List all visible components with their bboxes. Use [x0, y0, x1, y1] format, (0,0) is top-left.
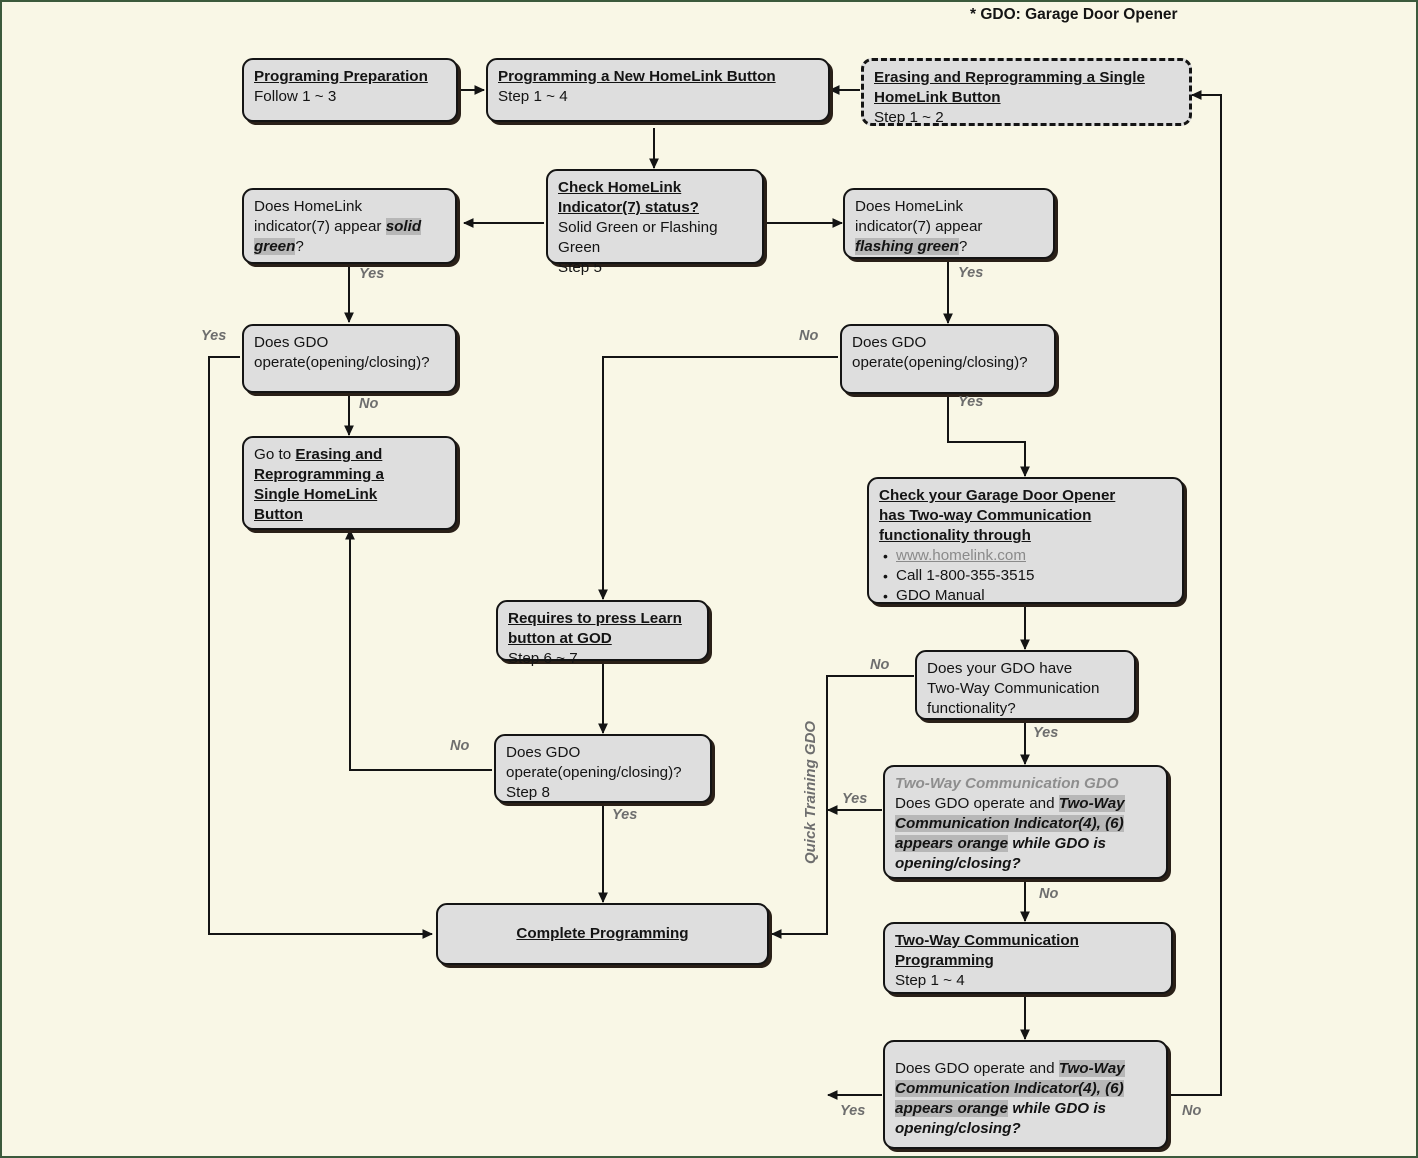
node-title-line2: Indicator(7) status?	[558, 199, 699, 216]
node-text-line1: Does GDO	[254, 334, 329, 351]
list-item: www.homelink.com	[883, 546, 1172, 566]
highlight-green: green	[254, 238, 296, 255]
node-has-twoway-communication[interactable]: Does your GDO have Two-Way Communication…	[915, 650, 1136, 720]
node-title-line3: functionality through	[879, 527, 1031, 544]
node-bullet-list: www.homelink.com Call 1-800-355-3515 GDO…	[879, 546, 1172, 606]
gdo-legend-note: * GDO: Garage Door Opener	[970, 6, 1178, 23]
node-title-line3: Single HomeLink	[254, 486, 378, 503]
node-text-line3: ?	[958, 238, 968, 255]
highlight-twoway: Two-Way	[1058, 1060, 1125, 1077]
homelink-website-link[interactable]: www.homelink.com	[896, 547, 1026, 564]
node-lead-text: Go to	[254, 446, 296, 463]
node-twoway-verify-orange-indicator[interactable]: Does GDO operate and Two-Way Communicati…	[883, 1040, 1168, 1149]
node-text-line3: opening/closing?	[895, 855, 1021, 872]
node-title-line1: Two-Way Communication	[895, 932, 1079, 949]
highlight-flashing-green: flashing green	[855, 238, 959, 255]
node-title-line2: HomeLink Button	[874, 89, 1001, 106]
node-text-line2: Two-Way Communication	[927, 680, 1100, 697]
node-text-line2: indicator(7) appear	[855, 218, 983, 235]
node-programming-new-homelink-button[interactable]: Programming a New HomeLink Button Step 1…	[486, 58, 830, 122]
node-subtext: Follow 1 ~ 3	[254, 88, 337, 105]
node-erasing-reprogramming-single[interactable]: Erasing and Reprogramming a Single HomeL…	[861, 58, 1192, 126]
node-text-line3: opening/closing?	[895, 1120, 1021, 1137]
node-text-line2: while GDO is	[1008, 835, 1107, 852]
node-indicator-solid-green[interactable]: Does HomeLink indicator(7) appear solid …	[242, 188, 457, 264]
edge-label-solid-green-yes: Yes	[359, 266, 385, 282]
node-text-line3: functionality?	[927, 700, 1016, 717]
edge-label-gdo-right-yes: Yes	[958, 394, 984, 410]
node-text-line2: operate(opening/closing)?	[506, 764, 682, 781]
node-text-line2: while GDO is	[1008, 1100, 1107, 1117]
node-title-line2: Reprogramming a	[254, 466, 384, 483]
edge-label-gdo-left-no: No	[359, 396, 379, 412]
edge-label-flashing-green-yes: Yes	[958, 265, 984, 281]
node-text-line3: ?	[295, 238, 304, 255]
node-gdo-operate-left[interactable]: Does GDO operate(opening/closing)?	[242, 324, 457, 393]
node-header: Two-Way Communication GDO	[895, 775, 1119, 792]
node-title-line4: Button	[254, 506, 303, 523]
node-title-line2: has Two-way Communication	[879, 507, 1092, 524]
node-twoway-communication-programming[interactable]: Two-Way Communication Programming Step 1…	[883, 922, 1173, 994]
edge-label-twoway-verify-no: No	[1182, 1103, 1202, 1119]
node-title: Complete Programming	[516, 925, 689, 942]
node-title-line2: button at GOD	[508, 630, 612, 647]
node-twoway-communication-gdo-check[interactable]: Two-Way Communication GDO Does GDO opera…	[883, 765, 1168, 879]
edge-label-gdo-left-yes: Yes	[201, 328, 227, 344]
node-text-line1: Does GDO operate and	[895, 795, 1059, 812]
node-subtext: Step 1 ~ 4	[895, 972, 965, 989]
node-text-line1: Does GDO	[852, 334, 927, 351]
node-text-line1: Does your GDO have	[927, 660, 1073, 677]
node-subtext-line1: Solid Green or Flashing	[558, 219, 718, 236]
node-title: Programming a New HomeLink Button	[498, 68, 776, 85]
edge-label-twoway-check-yes: Yes	[842, 791, 868, 807]
node-text-line1: Does GDO operate and	[895, 1060, 1059, 1077]
edge-label-twoway-check-no: No	[1039, 886, 1059, 902]
node-text-line2: operate(opening/closing)?	[852, 354, 1028, 371]
edge-label-twoway-verify-yes: Yes	[840, 1103, 866, 1119]
edge-label-gdo-right-no: No	[799, 328, 819, 344]
node-text-line3: Step 8	[506, 784, 550, 801]
node-subtext: Step 1 ~ 2	[874, 109, 944, 126]
edge-label-step8-no: No	[450, 738, 470, 754]
node-indicator-flashing-green[interactable]: Does HomeLink indicator(7) appear flashi…	[843, 188, 1055, 259]
node-gdo-operate-step8[interactable]: Does GDO operate(opening/closing)? Step …	[494, 734, 712, 803]
node-check-homelink-indicator-status[interactable]: Check HomeLink Indicator(7) status? Soli…	[546, 169, 764, 276]
edge-label-step8-yes: Yes	[612, 807, 638, 823]
node-gdo-operate-right[interactable]: Does GDO operate(opening/closing)?	[840, 324, 1056, 394]
node-title-line2: Programming	[895, 952, 994, 969]
node-title-line1: Erasing and	[295, 446, 383, 463]
node-goto-erasing-reprogramming[interactable]: Go to Erasing and Reprogramming a Single…	[242, 436, 457, 530]
node-complete-programming[interactable]: Complete Programming	[436, 903, 769, 965]
highlight-orange: appears orange	[895, 1100, 1009, 1117]
highlight-indicator: Communication Indicator(4), (6)	[895, 1080, 1124, 1097]
node-title-line1: Check HomeLink	[558, 179, 682, 196]
node-title-line1: Erasing and Reprogramming a Single	[874, 69, 1145, 86]
node-text-line2: indicator(7) appear	[254, 218, 386, 235]
node-title-line1: Check your Garage Door Opener	[879, 487, 1116, 504]
node-title: Programing Preparation	[254, 68, 428, 85]
node-subtext-line3: Step 5	[558, 259, 602, 276]
edge-label-has-twoway-no: No	[870, 657, 890, 673]
label-quick-training-gdo: Quick Training GDO	[802, 720, 819, 864]
node-text-line2: operate(opening/closing)?	[254, 354, 430, 371]
node-text-line1: Does HomeLink	[254, 198, 363, 215]
node-subtext: Step 6 ~ 7	[508, 650, 578, 667]
highlight-indicator: Communication Indicator(4), (6)	[895, 815, 1124, 832]
list-item: GDO Manual	[883, 586, 1172, 606]
node-requires-learn-button[interactable]: Requires to press Learn button at GOD St…	[496, 600, 709, 667]
node-title-line1: Requires to press Learn	[508, 610, 682, 627]
highlight-orange: appears orange	[895, 835, 1009, 852]
node-check-twoway-functionality[interactable]: Check your Garage Door Opener has Two-wa…	[867, 477, 1184, 606]
edge-label-has-twoway-yes: Yes	[1033, 725, 1059, 741]
node-programing-preparation[interactable]: Programing Preparation Follow 1 ~ 3	[242, 58, 458, 122]
node-subtext-line2: Green	[558, 239, 601, 256]
node-text-line1: Does GDO	[506, 744, 581, 761]
highlight-solid: solid	[385, 218, 422, 235]
node-subtext: Step 1 ~ 4	[498, 88, 568, 105]
list-item: Call 1-800-355-3515	[883, 566, 1172, 586]
highlight-twoway: Two-Way	[1058, 795, 1125, 812]
node-text-line1: Does HomeLink	[855, 198, 964, 215]
